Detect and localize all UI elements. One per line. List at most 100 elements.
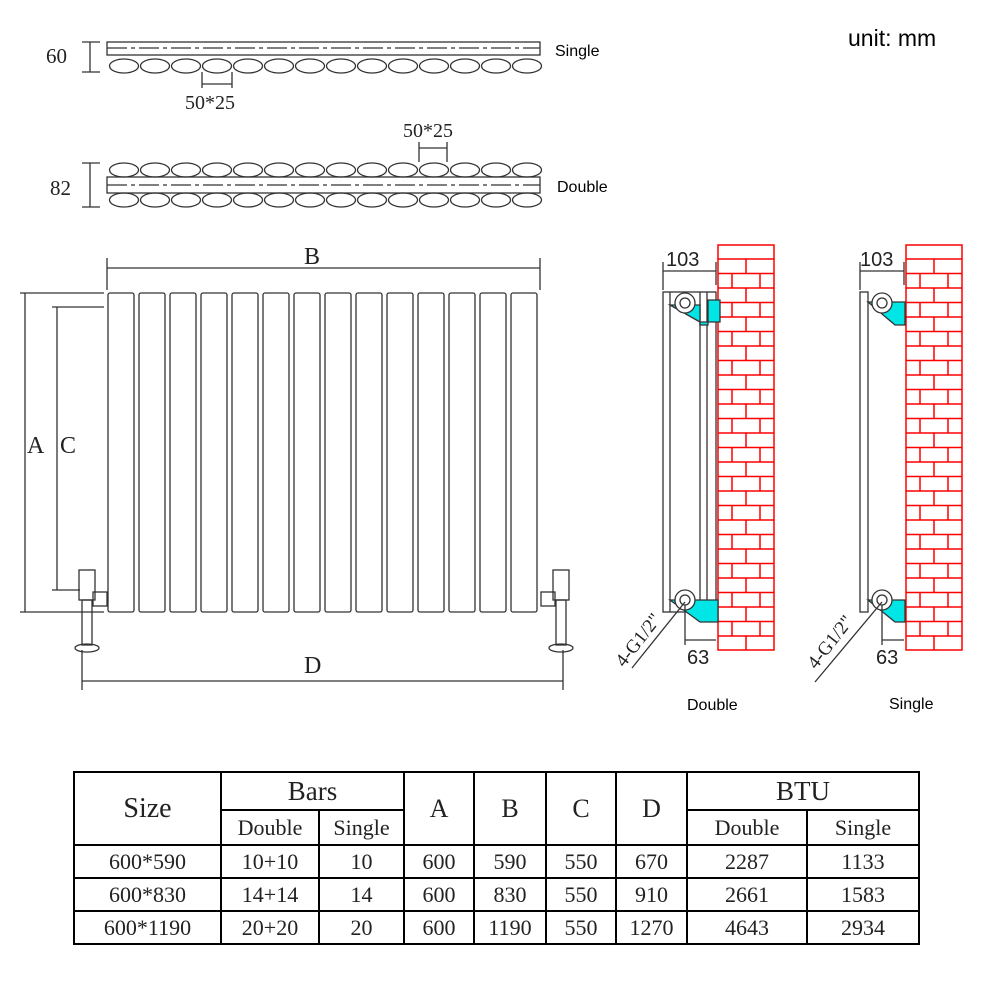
radiator-bar	[138, 292, 166, 613]
cell-bars-single: 20	[318, 910, 405, 945]
header-b: B	[473, 771, 547, 846]
thread-label: 4-G1/2"	[611, 610, 665, 671]
radiator-bar	[231, 292, 259, 613]
cell-c: 550	[545, 844, 617, 879]
front-view: B A C D	[20, 244, 574, 690]
bar-section	[325, 58, 357, 74]
unit-label: unit: mm	[848, 25, 937, 51]
cell-bars-double: 10+10	[220, 844, 320, 879]
radiator-bar	[107, 292, 135, 613]
depth-label: 103	[860, 249, 893, 271]
bar-section	[263, 58, 295, 74]
bar-section	[263, 192, 295, 208]
label-single: Single	[555, 43, 600, 60]
bar-section	[108, 192, 140, 208]
cell-c: 550	[545, 877, 617, 912]
bar-section	[139, 192, 171, 208]
bar-section	[449, 162, 481, 178]
radiator-bar	[479, 292, 507, 613]
cell-size: 600*1190	[73, 910, 222, 945]
offset-label: 63	[687, 647, 709, 669]
cell-a: 600	[403, 844, 475, 879]
bar-section	[418, 192, 450, 208]
bar-section	[387, 162, 419, 178]
top-view-double: 82 50*25 Double	[50, 120, 608, 208]
radiator-side-double	[662, 291, 717, 613]
top-view-single: 60 50*25 Single	[46, 41, 600, 114]
diagram-canvas: 60 50*25 Single 82 50*25 Double	[20, 41, 963, 714]
cell-btu-single: 1583	[806, 877, 920, 912]
bar-section	[139, 162, 171, 178]
bar-section	[139, 58, 171, 74]
cell-a: 600	[403, 910, 475, 945]
bar-section	[511, 162, 543, 178]
cell-d: 910	[615, 877, 688, 912]
header-d: D	[615, 771, 688, 846]
cell-bars-double: 14+14	[220, 877, 320, 912]
bar-section	[108, 58, 140, 74]
cell-btu-double: 2287	[686, 844, 808, 879]
bar-section	[356, 192, 388, 208]
radiator-bar	[417, 292, 445, 613]
bar-size-single: 50*25	[185, 92, 235, 114]
bar-section	[387, 58, 419, 74]
bar-section	[170, 162, 202, 178]
cell-bars-double: 20+20	[220, 910, 320, 945]
dim-c-label: C	[60, 433, 76, 459]
header-a: A	[403, 771, 475, 846]
bar-section	[449, 58, 481, 74]
header-btu-double: Double	[686, 809, 808, 846]
bar-section	[511, 192, 543, 208]
dim-a-label: A	[27, 433, 45, 459]
radiator-bar	[510, 292, 538, 613]
radiator-bar	[355, 292, 383, 613]
pipe-connector-icon	[871, 292, 893, 314]
cell-btu-double: 4643	[686, 910, 808, 945]
radiator-bar	[448, 292, 476, 613]
cell-c: 550	[545, 910, 617, 945]
bar-section	[232, 58, 264, 74]
cell-size: 600*830	[73, 877, 222, 912]
cell-d: 1270	[615, 910, 688, 945]
bar-section	[325, 162, 357, 178]
cell-a: 600	[403, 877, 475, 912]
cell-btu-single: 2934	[806, 910, 920, 945]
bar-section	[201, 58, 233, 74]
cell-b: 830	[473, 877, 547, 912]
bar-section	[449, 192, 481, 208]
side-label-single: Single	[889, 696, 934, 713]
bar-section	[170, 58, 202, 74]
label-double: Double	[557, 179, 608, 196]
bar-section	[294, 58, 326, 74]
radiator-bar	[169, 292, 197, 613]
bar-section	[480, 162, 512, 178]
bar-section	[108, 162, 140, 178]
header-btu-single: Single	[806, 809, 920, 846]
valve-right	[540, 569, 574, 653]
bar-size-double: 50*25	[403, 120, 453, 142]
bar-section	[356, 58, 388, 74]
cell-bars-single: 14	[318, 877, 405, 912]
header-bars-single: Single	[318, 809, 405, 846]
bar-section	[325, 192, 357, 208]
header-bars: Bars	[220, 771, 405, 811]
bar-section	[356, 162, 388, 178]
header-c: C	[545, 771, 617, 846]
header-bars-double: Double	[220, 809, 320, 846]
pipe-connector-icon	[674, 292, 696, 314]
bar-section	[201, 192, 233, 208]
side-view-double: 103 63 4-G1/2" Double	[611, 244, 775, 714]
dim-d-label: D	[304, 653, 321, 679]
bar-section	[387, 192, 419, 208]
bar-section	[232, 192, 264, 208]
side-label-double: Double	[687, 697, 738, 714]
bar-section	[418, 162, 450, 178]
dim-b-label: B	[304, 244, 320, 270]
bar-section	[294, 192, 326, 208]
bar-section	[418, 58, 450, 74]
offset-label: 63	[876, 647, 898, 669]
radiator-bar	[293, 292, 321, 613]
header-btu: BTU	[686, 771, 920, 811]
